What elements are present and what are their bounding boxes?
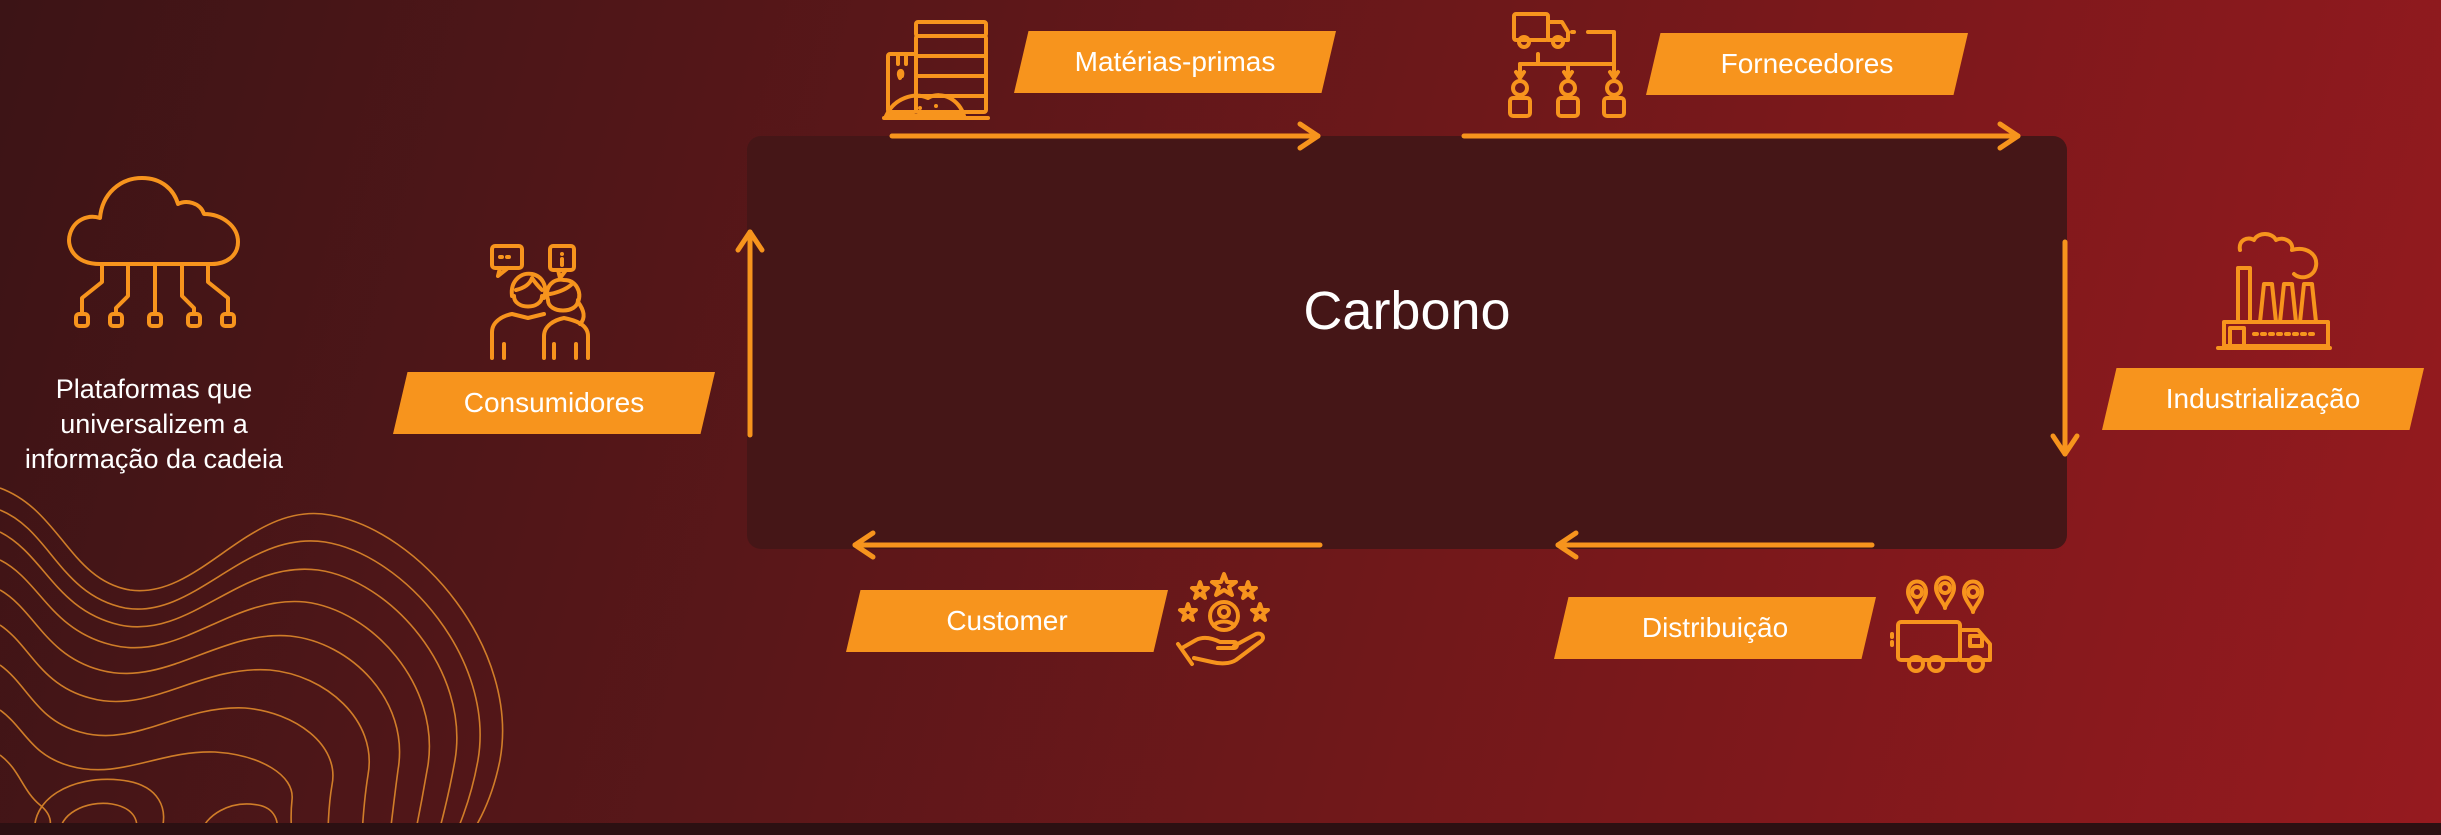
bottom-strip	[0, 823, 2441, 835]
center-title: Carbono	[1303, 280, 1511, 341]
side-line-3: informação da cadeia	[24, 444, 284, 474]
tag-distribuicao: Distribuição	[1554, 597, 1876, 659]
side-line-1: Plataformas que	[55, 374, 253, 404]
tag-fornecedores: Fornecedores	[1646, 33, 1968, 95]
side-line-2: universalizem a	[60, 409, 248, 439]
factory-icon	[2216, 232, 2332, 350]
supplier-network-icon	[1508, 12, 1626, 118]
contour-lines-decoration	[0, 487, 504, 835]
consumers-chat-icon	[490, 244, 590, 360]
cloud-network-icon	[67, 176, 240, 328]
tag-materias-primas: Matérias-primas	[1014, 31, 1336, 93]
carbon-center-box: Carbono	[747, 136, 2067, 549]
tag-customer: Customer	[846, 590, 1168, 652]
raw-materials-icon	[882, 20, 990, 120]
side-description: Plataformas que universalizem a informaç…	[0, 372, 308, 477]
tag-industrializacao: Industrialização	[2102, 368, 2424, 430]
tag-consumidores: Consumidores	[393, 372, 715, 434]
delivery-truck-icon	[1890, 575, 1992, 673]
customer-rating-icon	[1176, 572, 1270, 666]
